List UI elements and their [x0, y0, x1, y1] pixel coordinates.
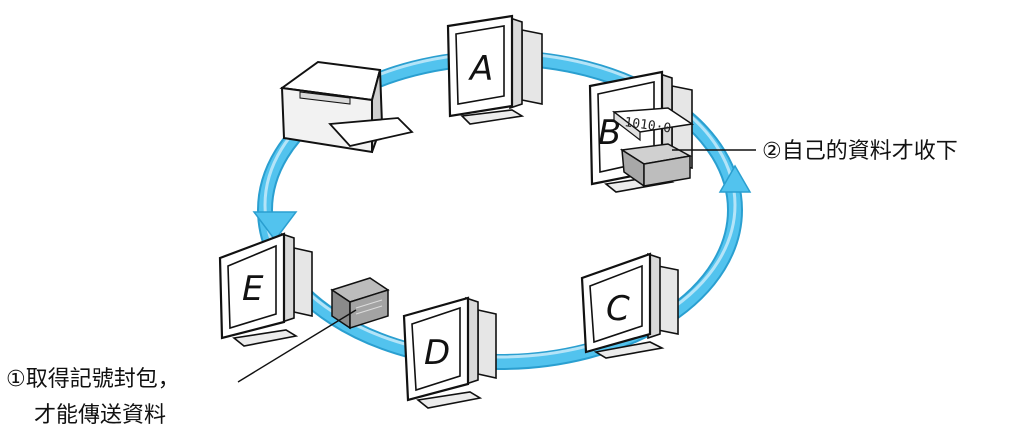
ring-arrow-left	[252, 211, 298, 242]
ring-arrow-right	[718, 164, 752, 193]
callout-receive: ②自己的資料才收下	[762, 139, 958, 164]
callout-token-line2: 才能傳送資料	[34, 403, 166, 428]
callout-line-token	[237, 309, 357, 383]
workstation-b: B 1010·0	[588, 70, 695, 193]
inbox-tray	[619, 143, 693, 188]
workstation-d: D	[402, 296, 497, 409]
station-label-d: D	[424, 333, 450, 373]
workstation-e: E	[218, 232, 313, 347]
packet-bits: 1010·0	[623, 115, 672, 136]
token-packet	[330, 277, 390, 330]
station-label-e: E	[242, 269, 264, 309]
data-packet-b: 1010·0	[611, 107, 695, 142]
workstation-a: A	[446, 14, 543, 125]
station-label-c: C	[606, 289, 630, 329]
station-label-a: A	[468, 49, 493, 89]
station-label-b: B	[598, 113, 621, 153]
workstation-c: C	[580, 252, 679, 359]
printer	[279, 60, 414, 154]
callout-token-line1: ①取得記號封包，	[6, 367, 180, 392]
